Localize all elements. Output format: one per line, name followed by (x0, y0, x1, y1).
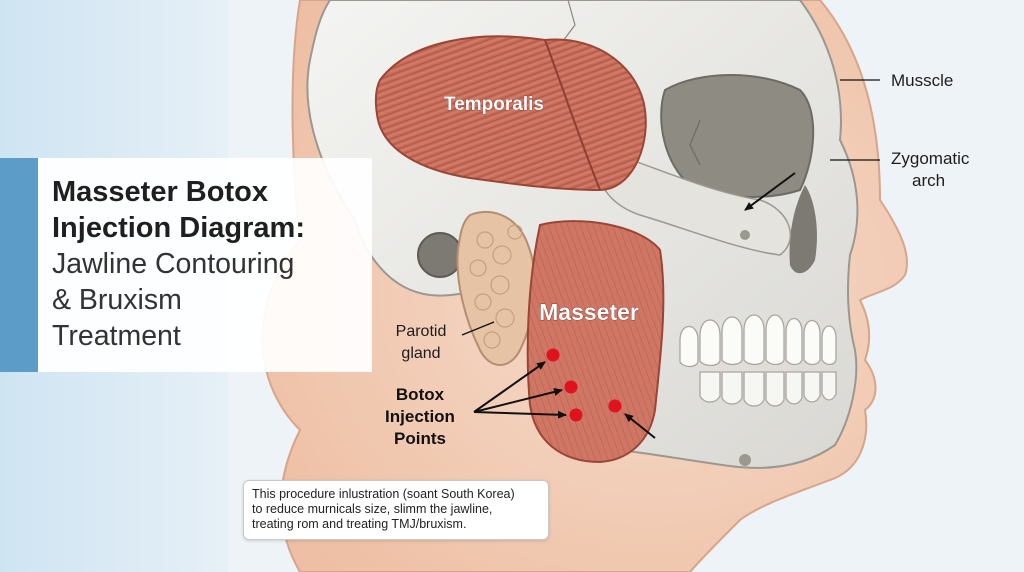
title-accent-bar (0, 158, 38, 372)
injection-points (546, 348, 622, 422)
zygomatic-bone (596, 149, 791, 256)
temporalis-label: Temporalis (444, 94, 544, 115)
parotid-gland (456, 210, 536, 366)
caption-line-3: treating rom and treating TMJ/bruxism. (252, 517, 467, 531)
parotid-leader (461, 321, 495, 336)
subtitle-line-2: & Bruxism (52, 284, 182, 316)
masseter-muscle (526, 220, 665, 464)
temporalis-split (544, 39, 601, 191)
caption-line-1: This procedure inlustration (soant South… (252, 487, 515, 501)
masseter-label: Masseter (539, 299, 639, 325)
botox-arrows (473, 361, 567, 419)
upper-teeth (679, 314, 837, 368)
title-line-2: Injection Diagram: (52, 212, 305, 244)
zygomatic-label-line2: arch (912, 171, 945, 190)
title-block: Masseter Botox Injection Diagram: Jawlin… (52, 174, 362, 354)
parotid-label-line1: Parotid (396, 323, 447, 340)
injection-point-4 (608, 399, 622, 413)
subtitle-line-1: Jawline Contouring (52, 248, 295, 280)
botox-label-line1: Botox (396, 385, 445, 404)
injection-point-1 (546, 348, 560, 362)
subtitle-line-3: Treatment (52, 320, 181, 352)
zygomatic-label-line1: Zygomatic (891, 149, 970, 168)
muscle-label: Musscle (891, 71, 953, 90)
title-panel: Masseter Botox Injection Diagram: Jawlin… (0, 158, 372, 372)
mental-foramen (739, 454, 751, 466)
lower-teeth (699, 371, 837, 407)
injection-point-3 (569, 408, 583, 422)
parotid-lobules (469, 224, 523, 349)
parotid-label-line2: gland (401, 345, 440, 362)
caption-box: This procedure inlustration (soant South… (243, 480, 549, 540)
ear-canal (417, 232, 463, 278)
botox-label-line2: Injection (385, 407, 455, 426)
masseter-point-arrow (624, 413, 656, 439)
title-line-1: Masseter Botox (52, 176, 268, 208)
nasal-cavity (789, 185, 817, 274)
botox-label-line3: Points (394, 429, 446, 448)
caption-line-2: to reduce murnicals size, slimm the jawl… (252, 502, 493, 516)
injection-point-2 (564, 380, 578, 394)
skull-suture-2 (689, 119, 701, 166)
temporalis-muscle (374, 35, 647, 192)
eye-orbit (660, 74, 815, 198)
infraorbital-foramen (740, 230, 750, 240)
zygomatic-arrow (744, 172, 796, 211)
